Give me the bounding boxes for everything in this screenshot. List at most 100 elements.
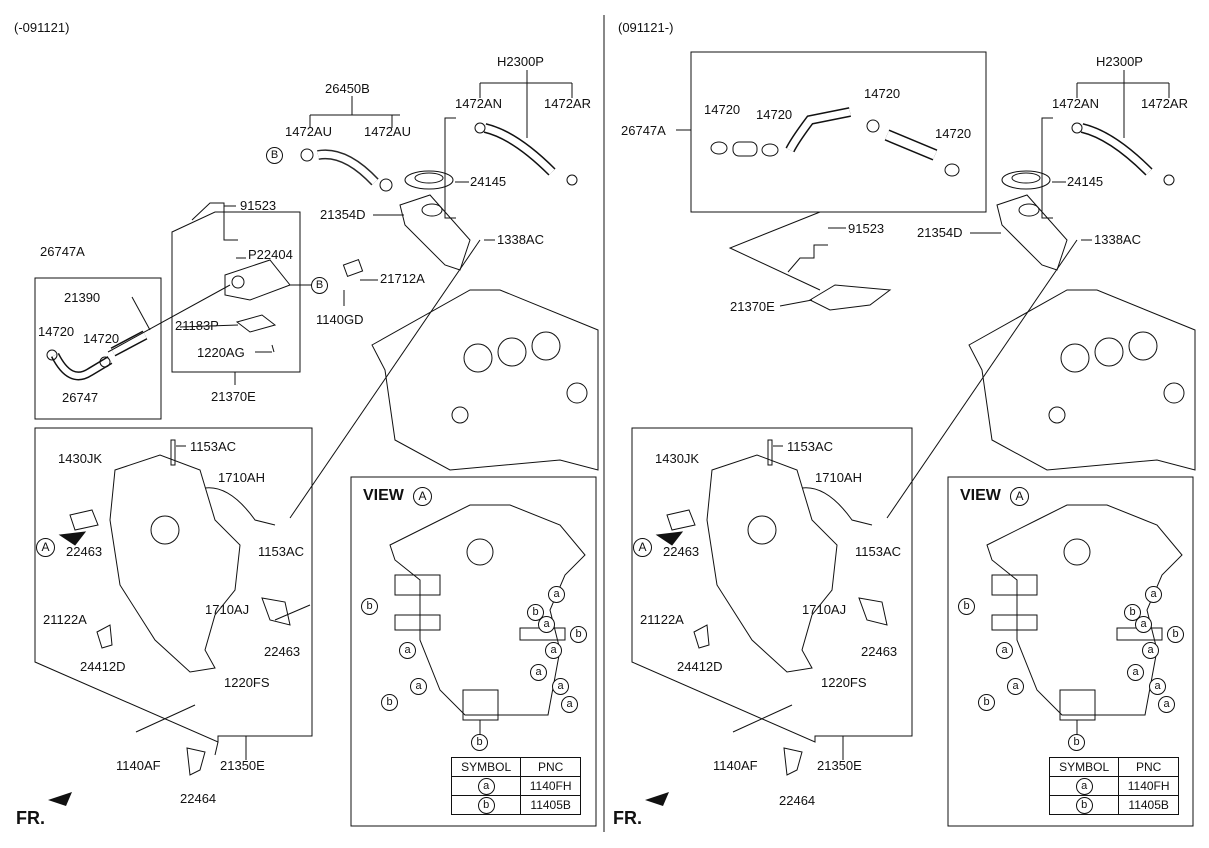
label-1472au: 1472AU (285, 124, 332, 139)
label-24412d: 24412D (677, 659, 723, 674)
date-code-left: (-091121) (14, 20, 70, 35)
marker-a: a (1135, 616, 1152, 633)
marker-a: A (633, 538, 652, 557)
marker-b: b (1167, 626, 1184, 643)
label-14720: 14720 (83, 331, 120, 346)
label-1153ac: 1153AC (258, 544, 305, 559)
view-marker: A (413, 487, 432, 506)
label-26747: 26747 (62, 390, 99, 405)
label-21370e: 21370E (211, 389, 256, 404)
marker-a: a (1149, 678, 1166, 695)
cover-box (34, 427, 313, 743)
marker-a: a (399, 642, 416, 659)
label-1472au: 1472AU (364, 124, 411, 139)
label-14720: 14720 (756, 107, 793, 122)
marker-a: a (1142, 642, 1159, 659)
view-box (350, 476, 597, 827)
label-24145: 24145 (470, 174, 507, 189)
marker-b: b (361, 598, 378, 615)
label-14720: 14720 (935, 126, 972, 141)
marker-b: b (958, 598, 975, 615)
label-1220ag: 1220AG (197, 345, 245, 360)
label-21712a: 21712A (380, 271, 425, 286)
marker-b: b (527, 604, 544, 621)
front-label: FR. (613, 808, 642, 828)
marker-b: B (266, 147, 283, 164)
marker-a: a (410, 678, 427, 695)
label-21354d: 21354D (917, 225, 963, 240)
pnc-value: 1140FH (520, 776, 581, 796)
marker-a: a (996, 642, 1013, 659)
label-1430jk: 1430JK (655, 451, 700, 466)
kit-box-26747a (34, 277, 162, 420)
label-21350e: 21350E (220, 758, 265, 773)
label-21390: 21390 (64, 290, 101, 305)
symbol-b: b (1075, 796, 1093, 814)
label-1153ac: 1153AC (190, 439, 237, 454)
marker-a: a (561, 696, 578, 713)
label-p22404: P22404 (248, 247, 293, 262)
marker-a: a (538, 616, 555, 633)
label-21370e: 21370E (730, 299, 775, 314)
marker-a: a (1007, 678, 1024, 695)
label-1140gd: 1140GD (316, 312, 364, 327)
marker-b: b (1068, 734, 1085, 751)
label-1472ar: 1472AR (544, 96, 591, 111)
label-22463: 22463 (66, 544, 103, 559)
marker-a: A (36, 538, 55, 557)
marker-a: a (552, 678, 569, 695)
label-14720: 14720 (704, 102, 741, 117)
label-1710aj: 1710AJ (802, 602, 847, 617)
marker-b: b (570, 626, 587, 643)
marker-a: a (548, 586, 565, 603)
view-title: VIEW (363, 487, 404, 504)
marker-a: a (1158, 696, 1175, 713)
label-24412d: 24412D (80, 659, 126, 674)
marker-a: a (530, 664, 547, 681)
label-22464: 22464 (180, 791, 217, 806)
fr-arrow-icon (645, 792, 669, 806)
marker-a: a (1127, 664, 1144, 681)
marker-b: B (311, 277, 328, 294)
label-1220fs: 1220FS (224, 675, 270, 690)
label-1153ac: 1153AC (855, 544, 902, 559)
view-title: VIEW (960, 487, 1001, 504)
symbol-header: SYMBOL (450, 757, 522, 777)
view-marker: A (1010, 487, 1029, 506)
label-1140af: 1140AF (713, 758, 758, 773)
label-1710ah: 1710AH (218, 470, 265, 485)
label-1153ac: 1153AC (787, 439, 834, 454)
label-1430jk: 1430JK (58, 451, 103, 466)
label-h2300p: H2300P (497, 54, 544, 69)
marker-a: a (1145, 586, 1162, 603)
cover-box-right (631, 427, 913, 743)
pnc-value: 11405B (520, 795, 581, 815)
label-1220fs: 1220FS (821, 675, 867, 690)
label-h2300p: H2300P (1096, 54, 1143, 69)
label-91523: 91523 (240, 198, 277, 213)
marker-b: b (381, 694, 398, 711)
label-91523: 91523 (848, 221, 885, 236)
pnc-value: 11405B (1118, 795, 1179, 815)
label-1140af: 1140AF (116, 758, 161, 773)
marker-b: b (1124, 604, 1141, 621)
kit-box-21370e (171, 211, 301, 373)
kit-box-26747a-right (690, 51, 987, 213)
date-code-right: (091121-) (618, 20, 674, 35)
marker-b: b (978, 694, 995, 711)
pnc-header: PNC (1118, 757, 1179, 777)
label-21183p: 21183P (175, 318, 219, 333)
label-26450b: 26450B (325, 81, 370, 96)
label-22463: 22463 (861, 644, 898, 659)
label-1710ah: 1710AH (815, 470, 862, 485)
label-26747a: 26747A (621, 123, 666, 138)
label-21122a: 21122A (640, 612, 684, 627)
label-21122a: 21122A (43, 612, 87, 627)
marker-b: b (471, 734, 488, 751)
label-22463: 22463 (663, 544, 700, 559)
label-22463: 22463 (264, 644, 301, 659)
front-label: FR. (16, 808, 45, 828)
label-1338ac: 1338AC (1094, 232, 1141, 247)
